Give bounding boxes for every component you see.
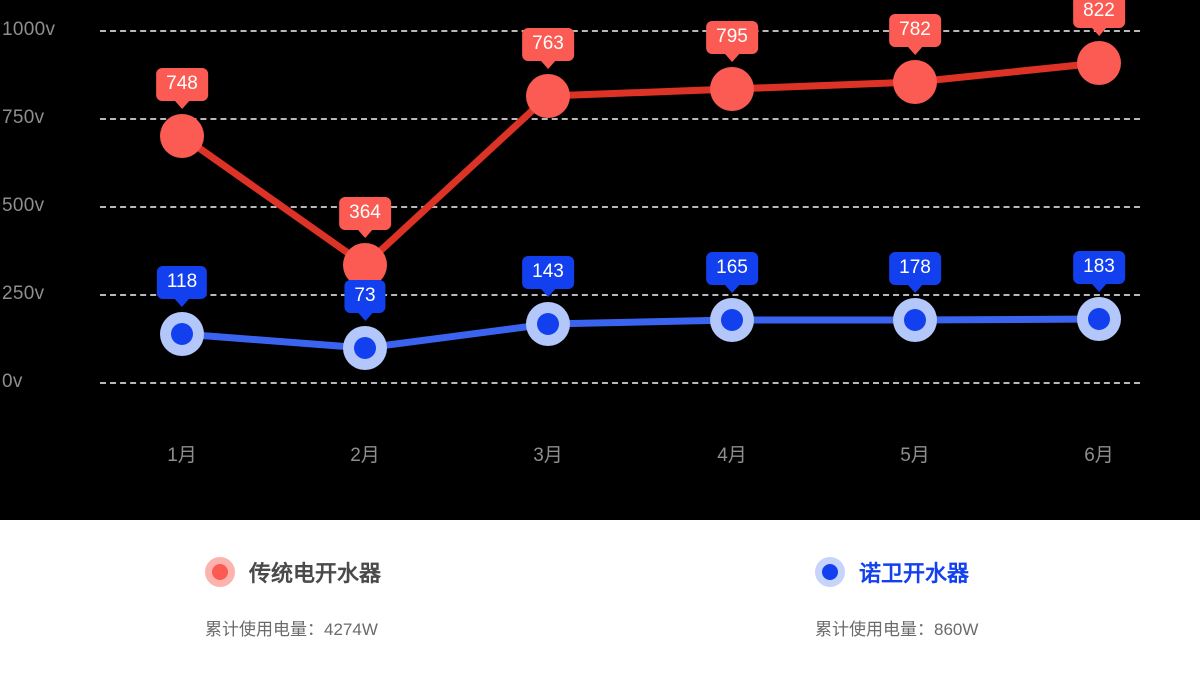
data-point-marker-blue[interactable]	[537, 313, 559, 335]
data-point-marker-blue[interactable]	[904, 309, 926, 331]
legend-label-nuowei: 诺卫开水器	[859, 561, 970, 586]
data-point-marker-red[interactable]	[1077, 41, 1121, 85]
data-label-red: 763	[522, 28, 574, 69]
data-label-red: 364	[339, 197, 391, 238]
data-label-blue: 73	[344, 280, 386, 321]
data-label-blue: 183	[1073, 251, 1125, 292]
y-axis-tick-label: 500v	[2, 195, 45, 216]
data-point-marker-red[interactable]	[343, 243, 387, 287]
x-axis-tick-label: 1月	[167, 445, 197, 466]
data-label-blue: 118	[156, 266, 208, 307]
line-series-red	[178, 59, 1103, 269]
chart-panel: 1000v 750v 500v 250v 0v 748 364 763 795 782 822 11…	[2, 0, 1140, 466]
plot-area: 1000v 750v 500v 250v 0v 748 364 763 795 782 822 11…	[2, 0, 1140, 466]
data-label-value: 183	[1083, 256, 1115, 277]
x-axis-tick-label: 3月	[533, 445, 563, 466]
y-axis-tick-label: 250v	[2, 283, 45, 304]
data-label-value: 143	[532, 261, 564, 282]
legend-header-nuowei: 诺卫开水器	[815, 556, 978, 588]
data-label-red: 795	[706, 21, 758, 62]
gridline	[100, 206, 1140, 208]
data-label-value: 165	[716, 257, 748, 278]
data-point-marker-red[interactable]	[893, 60, 937, 104]
data-label-value: 748	[166, 73, 198, 94]
y-axis-tick-label: 750v	[2, 107, 45, 128]
line-series-blue	[178, 315, 1103, 352]
data-label-value: 782	[899, 19, 931, 40]
legend-total-traditional: 累计使用电量：4274W	[205, 620, 378, 639]
data-point-marker-red[interactable]	[160, 114, 204, 158]
legend-label-traditional: 传统电开水器	[249, 561, 382, 586]
data-label-value: 118	[166, 271, 198, 292]
legend-dot-red-icon	[212, 564, 228, 580]
data-label-value: 73	[354, 285, 376, 306]
legend-total-nuowei: 累计使用电量：860W	[815, 620, 979, 639]
legend-header-traditional: 传统电开水器	[205, 556, 381, 588]
legend-swatch-blue-icon	[815, 557, 845, 587]
x-axis-tick-label: 6月	[1084, 445, 1114, 466]
legend-swatch-red-icon	[205, 557, 235, 587]
data-label-red: 782	[889, 14, 941, 55]
x-axis-tick-label: 4月	[717, 445, 747, 466]
gridline	[100, 30, 1140, 32]
y-axis-tick-label: 0v	[2, 371, 23, 392]
data-label-value: 178	[899, 257, 931, 278]
legend-panel: 传统电开水器 累计使用电量：4274W 诺卫开水器 累计使用电量：860W	[0, 520, 1200, 681]
data-label-value: 364	[349, 202, 381, 223]
data-label-blue: 178	[889, 252, 941, 293]
data-label-blue: 143	[522, 256, 574, 297]
data-label-red: 822	[1073, 0, 1125, 36]
x-axis-tick-label: 5月	[900, 445, 930, 466]
data-point-marker-blue[interactable]	[354, 337, 376, 359]
x-axis-tick-label: 2月	[350, 445, 380, 466]
legend-item-nuowei[interactable]: 诺卫开水器 累计使用电量：860W	[815, 556, 978, 640]
data-label-blue: 165	[706, 252, 758, 293]
data-label-value: 763	[532, 33, 564, 54]
data-label-value: 822	[1083, 0, 1115, 21]
data-label-red: 748	[156, 68, 208, 109]
gridline	[100, 382, 1140, 384]
data-point-marker-blue[interactable]	[1088, 308, 1110, 330]
gridline	[100, 294, 1140, 296]
gridline	[100, 118, 1140, 120]
data-point-marker-blue[interactable]	[721, 309, 743, 331]
y-axis-tick-label: 1000v	[2, 19, 56, 40]
legend-item-traditional[interactable]: 传统电开水器 累计使用电量：4274W	[205, 556, 381, 640]
series-lines	[178, 59, 1103, 352]
data-point-marker-red[interactable]	[710, 67, 754, 111]
legend-dot-blue-icon	[822, 564, 838, 580]
data-point-marker-red[interactable]	[526, 74, 570, 118]
data-point-marker-blue[interactable]	[171, 323, 193, 345]
data-label-value: 795	[716, 26, 748, 47]
